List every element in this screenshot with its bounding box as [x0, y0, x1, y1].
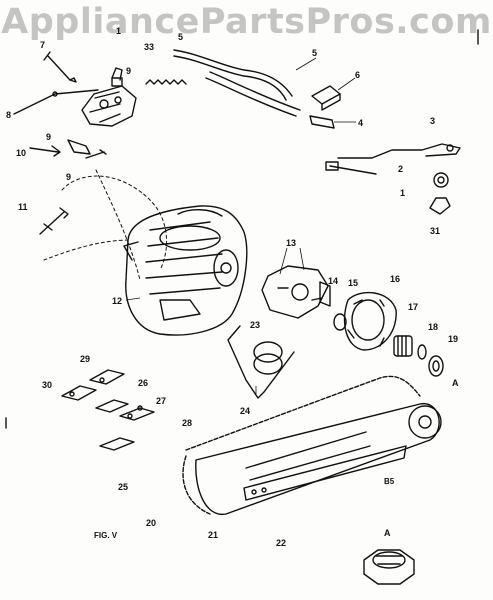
part-6-fitting	[311, 85, 341, 111]
callout-19: 19	[448, 334, 458, 344]
part-24-bracket	[227, 325, 295, 399]
callout-10: 10	[16, 148, 26, 158]
part-19-washer	[428, 355, 444, 377]
carburetor-assembly	[81, 67, 137, 127]
callout-2: 2	[398, 164, 403, 174]
callout-9b: 9	[66, 172, 71, 182]
leader-lines	[125, 57, 356, 396]
engine-part-12	[123, 205, 248, 336]
edge-marks	[5, 29, 479, 429]
callout-9: 9	[46, 132, 51, 142]
part-23-rings	[253, 341, 283, 375]
callout-13: 13	[286, 238, 296, 248]
part-8-rod	[13, 89, 99, 115]
part-13-clutch	[261, 265, 329, 319]
bar-plate	[243, 445, 407, 501]
callout-5-top: 5	[178, 32, 183, 42]
part-5-fuel-line	[173, 49, 301, 117]
part-17-bearing	[393, 335, 413, 357]
callout-27: 27	[156, 396, 166, 406]
callout-3: 3	[430, 116, 435, 126]
small-screw	[85, 149, 107, 159]
callout-24: 24	[240, 406, 250, 416]
callout-23: 23	[250, 320, 260, 330]
callout-31: 31	[430, 226, 440, 236]
part-9-bracket	[67, 139, 91, 155]
callout-33: 33	[144, 42, 154, 52]
part-33-spring	[145, 79, 187, 85]
saw-chain	[182, 375, 421, 515]
callout-1-top: 1	[116, 26, 121, 36]
part-3-line	[337, 143, 461, 159]
figure-label: FIG. V	[94, 531, 118, 540]
callout-8: 8	[6, 110, 11, 120]
callout-5: 5	[312, 48, 317, 58]
watermark: AppliancePartsPros.com	[1, 2, 492, 42]
chain-links	[61, 369, 155, 451]
callout-17: 17	[408, 302, 418, 312]
callout-22: 22	[276, 538, 286, 548]
callout-a-right: A	[452, 378, 459, 388]
callout-1: 1	[400, 188, 405, 198]
part-15-washer	[333, 313, 347, 331]
detail-label: A	[384, 528, 391, 538]
callout-30: 30	[42, 380, 52, 390]
part-18-washer	[417, 344, 427, 360]
part-2-connector	[325, 161, 377, 175]
callout-4: 4	[358, 118, 363, 128]
section-label: B5	[384, 477, 395, 486]
callout-12: 12	[112, 296, 122, 306]
part-14-spring	[319, 281, 331, 307]
callout-28: 28	[182, 418, 192, 428]
callout-25: 25	[118, 482, 128, 492]
callout-16: 16	[390, 274, 400, 284]
part-4-filter	[309, 115, 335, 129]
rear-housing-outline	[43, 169, 168, 281]
callout-20: 20	[146, 518, 156, 528]
part-31-nut	[429, 197, 451, 215]
callout-labels: 7 8 1 33 9 5 5 6 4 3 2 1 31 9 10 9 11 12…	[6, 26, 459, 548]
detail-a-nut	[363, 549, 415, 585]
callout-7: 7	[40, 40, 45, 50]
part-1-fitting	[433, 172, 449, 188]
part-7-rod	[43, 51, 77, 83]
callout-26: 26	[138, 378, 148, 388]
callout-11: 11	[18, 202, 28, 212]
callout-9-top: 9	[126, 66, 131, 76]
callout-6: 6	[355, 70, 360, 80]
part-10-screw	[29, 145, 61, 157]
callout-29: 29	[80, 354, 90, 364]
callout-21: 21	[208, 530, 218, 540]
callout-14: 14	[328, 276, 338, 286]
callout-15: 15	[348, 278, 358, 288]
part-16-clutch-drum	[343, 291, 397, 351]
guide-bar	[195, 403, 442, 515]
part-11-bolt	[39, 207, 69, 235]
callout-18: 18	[428, 322, 438, 332]
